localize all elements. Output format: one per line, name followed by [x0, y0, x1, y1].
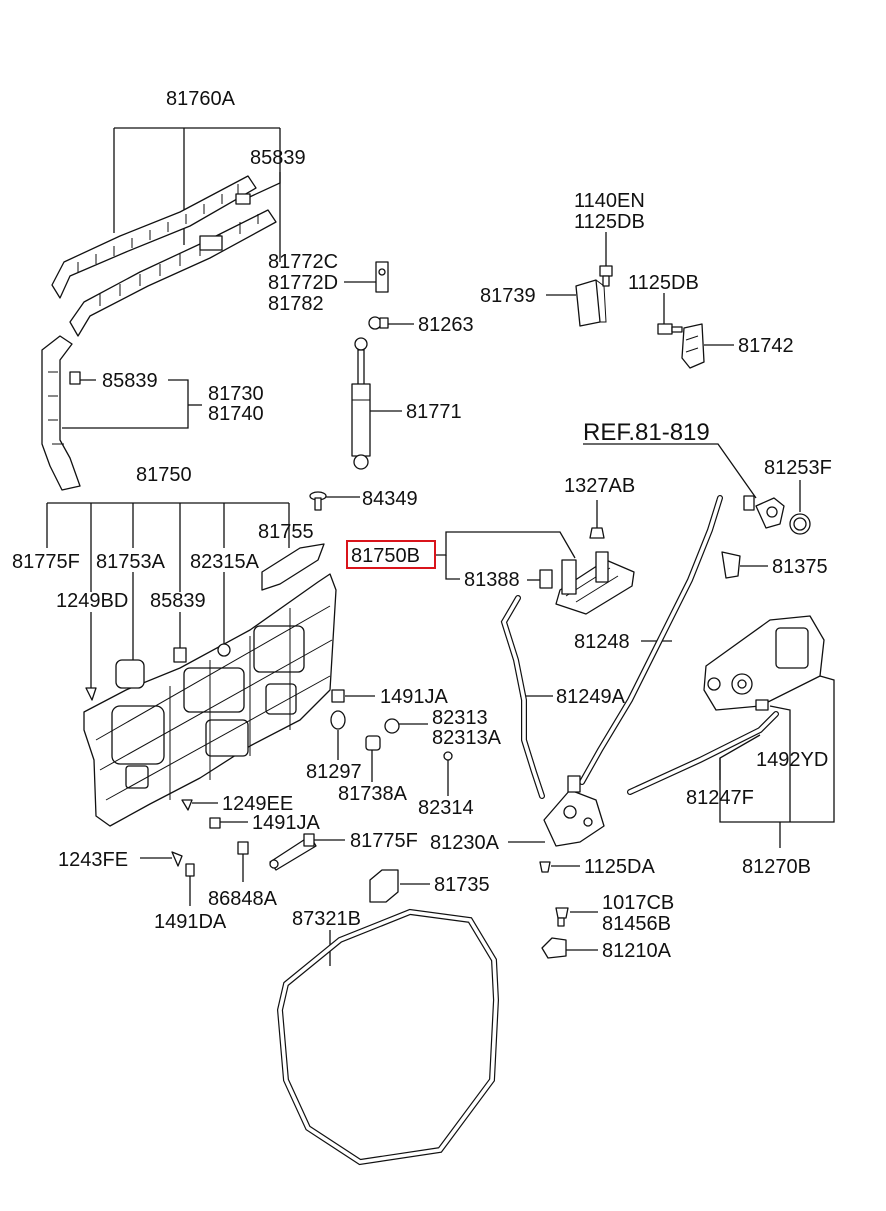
part-labels: 81760A 85839 81772C 81772D 81782 81263 1… [12, 88, 832, 962]
label-1243fe: 1243FE [58, 849, 128, 871]
label-81730: 81730 [208, 383, 264, 405]
side-trim [41, 335, 81, 491]
label-82313a: 82313A [432, 727, 502, 749]
label-81738a: 81738A [338, 783, 408, 805]
lower-fasteners [539, 861, 569, 959]
weather-strip [276, 908, 500, 1166]
trim-pin [309, 491, 327, 511]
bolt-1125db [657, 323, 683, 335]
leader-lines [46, 127, 835, 966]
label-ref: REF.81-819 [583, 419, 710, 446]
label-85839-mid: 85839 [102, 370, 158, 392]
label-1492yd: 1492YD [756, 749, 828, 771]
label-81249a: 81249A [556, 686, 626, 708]
label-87321b: 87321B [292, 908, 361, 930]
label-81775f-a: 81775F [12, 551, 80, 573]
label-1491da: 1491DA [154, 911, 227, 933]
label-81750: 81750 [136, 464, 192, 486]
label-1125da: 1125DA [584, 856, 655, 878]
label-81740: 81740 [208, 403, 264, 425]
label-84349: 84349 [362, 488, 418, 510]
label-81297: 81297 [306, 761, 362, 783]
label-85839-low: 85839 [150, 590, 206, 612]
label-86848a: 86848A [208, 888, 278, 910]
clip-81772 [375, 261, 389, 293]
ball-stud [368, 316, 389, 330]
label-1491ja-b: 1491JA [252, 812, 320, 834]
panel-81755 [261, 543, 325, 591]
release-rods [500, 495, 779, 799]
label-81210a: 81210A [602, 940, 672, 962]
highlight-box [346, 540, 436, 569]
label-1125db-b: 1125DB [628, 272, 699, 294]
small-fasteners [171, 689, 453, 877]
latch-bracket [539, 527, 635, 615]
bracket-81735 [369, 869, 399, 903]
label-81270b: 81270B [742, 856, 811, 878]
label-81248: 81248 [574, 631, 630, 653]
label-81253f: 81253F [764, 457, 832, 479]
label-81782: 81782 [268, 293, 324, 315]
label-81755: 81755 [258, 521, 314, 543]
label-1140en: 1140EN [574, 190, 645, 212]
bracket-81739 [575, 279, 607, 327]
label-1491ja-a: 1491JA [380, 686, 448, 708]
label-81742: 81742 [738, 335, 794, 357]
tailgate-trim-panel [83, 573, 337, 827]
lock-actuator [703, 615, 825, 711]
label-1017cb: 1017CB [602, 892, 674, 914]
label-1125db-a: 1125DB [574, 211, 645, 233]
label-81247f: 81247F [686, 787, 754, 809]
label-85839-top: 85839 [250, 147, 306, 169]
label-82315a: 82315A [190, 551, 260, 573]
label-81772d: 81772D [268, 272, 338, 294]
label-81263: 81263 [418, 314, 474, 336]
label-82313: 82313 [432, 707, 488, 729]
label-81772c: 81772C [268, 251, 338, 273]
label-81771: 81771 [406, 401, 462, 423]
upper-trim-strips [51, 175, 277, 337]
label-81775f-b: 81775F [350, 830, 418, 852]
label-81230a: 81230A [430, 832, 500, 854]
label-81750b: 81750B [351, 545, 420, 567]
label-81760a: 81760A [166, 88, 236, 110]
label-81753a: 81753A [96, 551, 166, 573]
label-1249ee: 1249EE [222, 793, 293, 815]
label-81388: 81388 [464, 569, 520, 591]
latch-assembly [543, 775, 605, 847]
label-81375: 81375 [772, 556, 828, 578]
label-81735: 81735 [434, 874, 490, 896]
label-1327ab: 1327AB [564, 475, 635, 497]
bumper-81742 [681, 323, 705, 369]
bolt-1140en [599, 265, 613, 287]
link-81775f [269, 833, 317, 871]
label-81456b: 81456B [602, 913, 671, 935]
label-81739: 81739 [480, 285, 536, 307]
label-82314: 82314 [418, 797, 474, 819]
label-1249bd: 1249BD [56, 590, 128, 612]
gas-lifter [351, 337, 371, 470]
key-cylinder [721, 495, 811, 579]
